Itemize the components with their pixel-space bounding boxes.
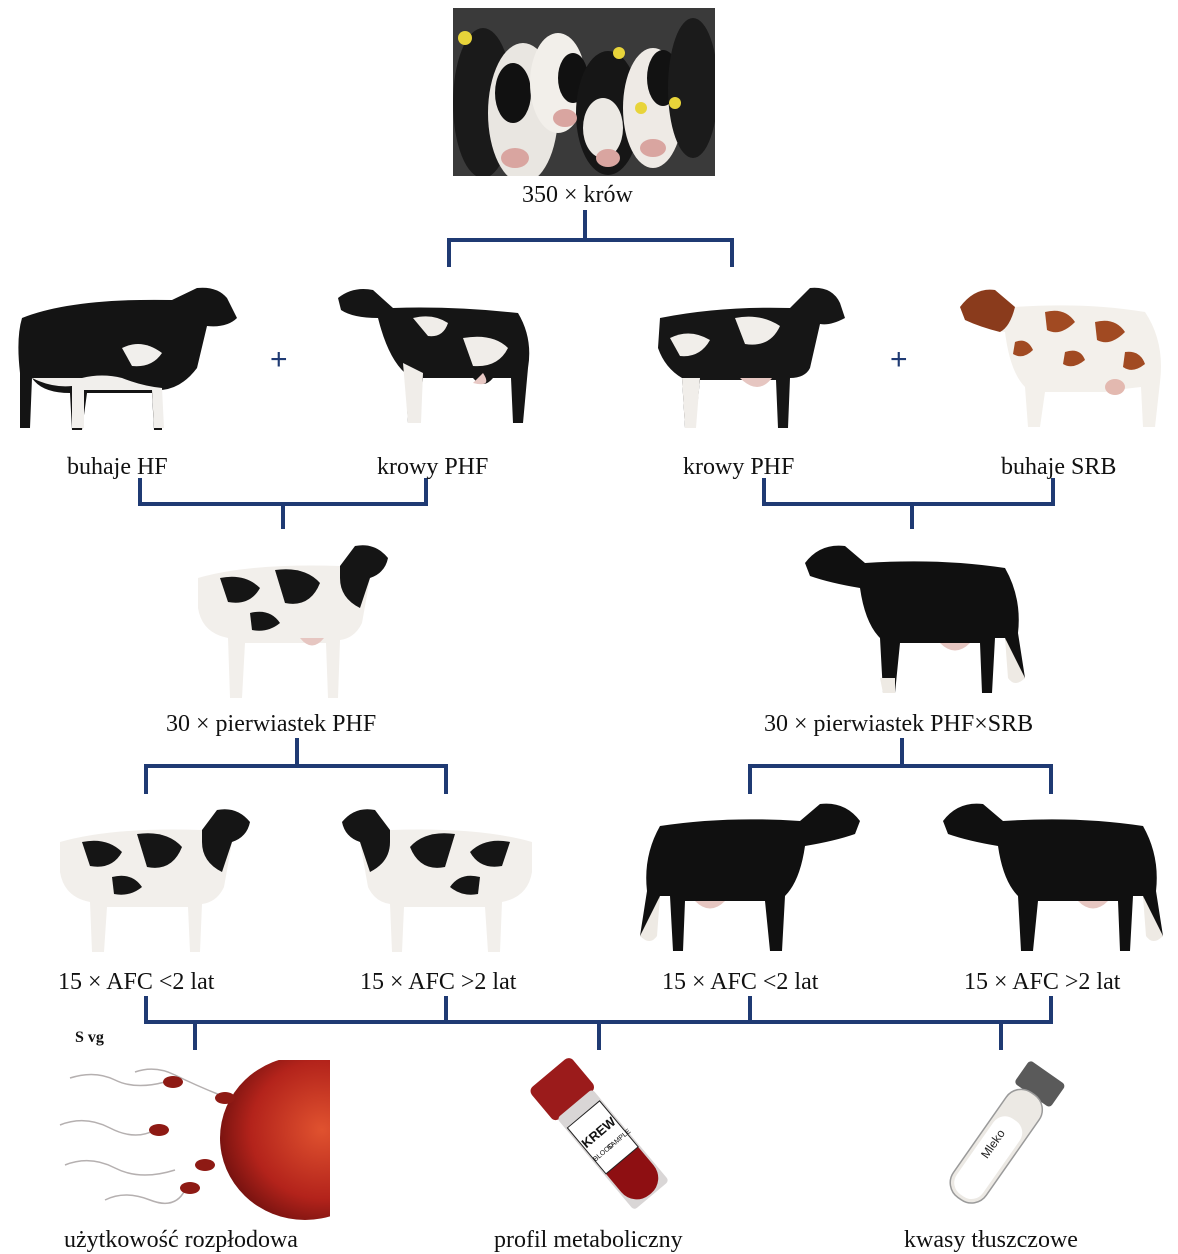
outcome-label-2: profil metaboliczny [494,1228,683,1252]
subgroup-label-3: 15 × AFC <2 lat [662,970,818,994]
subgroup-label-4: 15 × AFC >2 lat [964,970,1120,994]
subgroup-cow-2-image [335,802,540,962]
small-note: S vg [75,1030,104,1046]
subgroup-cow-3-image [633,796,865,961]
cow-phf-left-image [333,278,543,433]
blood-tube-image: KREW BLOOD SAMPLE [520,1058,685,1223]
subgroup-cow-1-image [52,802,257,962]
cow-phf-right-image [640,278,850,438]
group-label-phfxsrb: 30 × pierwiastek PHF×SRB [764,712,1033,736]
label-krowy-phf-left: krowy PHF [377,455,488,479]
plus-sign-left: + [270,345,288,375]
connector-left-parents [140,480,426,527]
cow-hf-bull-image [12,278,242,443]
label-buhaje-srb: buhaje SRB [1001,455,1116,479]
outcome-label-1: użytkowość rozpłodowa [64,1228,298,1252]
outcome-label-3: kwasy tłuszczowe [904,1228,1078,1252]
group-label-phf: 30 × pierwiastek PHF [166,712,376,736]
subgroup-label-1: 15 × AFC <2 lat [58,970,214,994]
subgroup-cow-4-image [938,796,1170,961]
connector-top [449,212,732,265]
plus-sign-right: + [890,345,908,375]
label-krowy-phf-right: krowy PHF [683,455,794,479]
connector-right-groups [750,740,1051,792]
fertilization-image [55,1060,330,1225]
heifer-phf-image [190,538,395,708]
milk-tube-image: Mleko [920,1058,1085,1223]
bull-srb-image [955,282,1170,437]
label-buhaje-hf: buhaje HF [67,455,168,479]
connector-left-groups [146,740,446,792]
connector-right-parents [764,480,1053,527]
connector-bottom [146,998,1051,1048]
herd-label: 350 × krów [522,183,633,207]
subgroup-label-2: 15 × AFC >2 lat [360,970,516,994]
heifer-phfsrb-image [800,538,1032,703]
herd-photo [453,8,715,176]
